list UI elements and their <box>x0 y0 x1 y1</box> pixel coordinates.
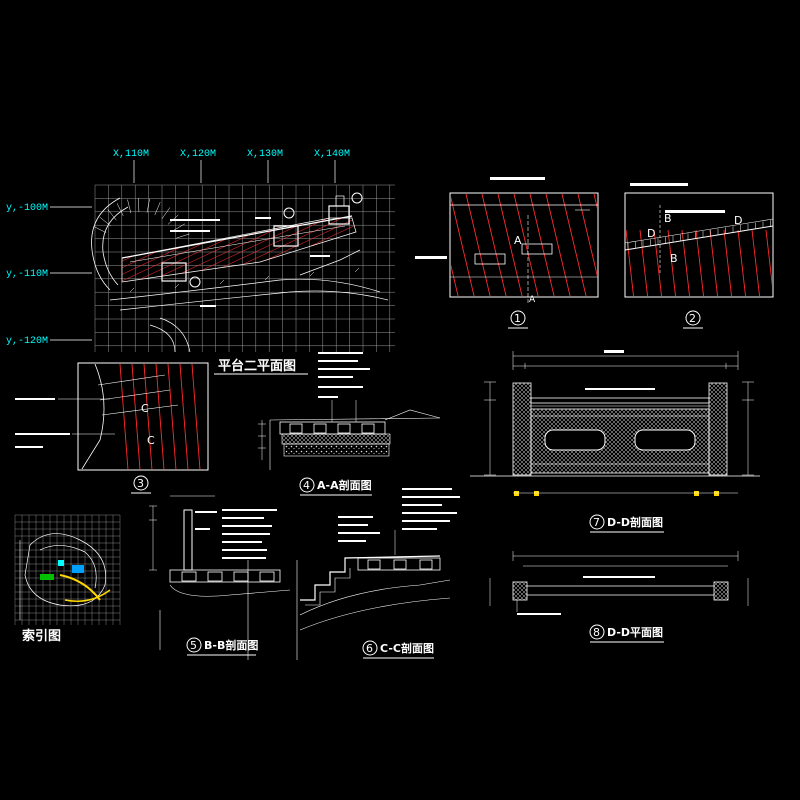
section-aa: 4 A-A剖面图 <box>258 352 441 496</box>
marker-b: B <box>670 252 678 265</box>
x-axis-label: X,140M <box>314 149 350 160</box>
section-number: 6 <box>366 642 373 655</box>
plan-dd: 8 D-D平面图 <box>489 551 749 643</box>
section-number: 8 <box>593 626 600 639</box>
y-axis-label: y,-110M <box>6 269 48 280</box>
section-number: 4 <box>303 479 310 492</box>
index-title: 索引图 <box>22 628 61 644</box>
section-bb: 5 B-B剖面图 <box>149 495 291 660</box>
section-title: C-C剖面图 <box>380 641 434 655</box>
platform-plan: X,110M X,120M X,130M X,140M y,-100M y,-1… <box>6 149 395 375</box>
y-axis-label: y,-100M <box>6 203 48 214</box>
detail-number: 2 <box>689 312 696 325</box>
marker-c: C <box>147 434 155 447</box>
marker-d: D <box>734 214 742 227</box>
marker-a: A <box>514 234 522 247</box>
detail-number: 3 <box>137 477 144 490</box>
section-title: D-D剖面图 <box>607 515 663 529</box>
x-axis-label: X,110M <box>113 149 149 160</box>
x-axis-label: X,130M <box>247 149 283 160</box>
section-title: B-B剖面图 <box>204 638 258 652</box>
y-axis-label: y,-120M <box>6 336 48 347</box>
index-map: 索引图 <box>14 514 121 644</box>
detail-3: C C 3 <box>15 362 209 494</box>
section-title: A-A剖面图 <box>317 478 372 492</box>
section-dd: 7 D-D剖面图 <box>470 350 760 533</box>
detail-number: 1 <box>514 312 521 325</box>
section-number: 5 <box>190 639 197 652</box>
detail-1: A A 1 <box>415 177 599 329</box>
section-cc: 6 C-C剖面图 <box>296 488 460 660</box>
marker-b: B <box>664 212 672 225</box>
marker-a: A <box>529 295 536 305</box>
marker-d: D <box>647 227 655 240</box>
plan-grid <box>94 184 395 352</box>
plan-title: 平台二平面图 <box>218 358 296 374</box>
section-number: 7 <box>593 516 600 529</box>
detail-2: B B D D 2 <box>624 183 774 329</box>
section-title: D-D平面图 <box>607 626 663 639</box>
marker-c: C <box>141 402 149 415</box>
x-axis-label: X,120M <box>180 149 216 160</box>
